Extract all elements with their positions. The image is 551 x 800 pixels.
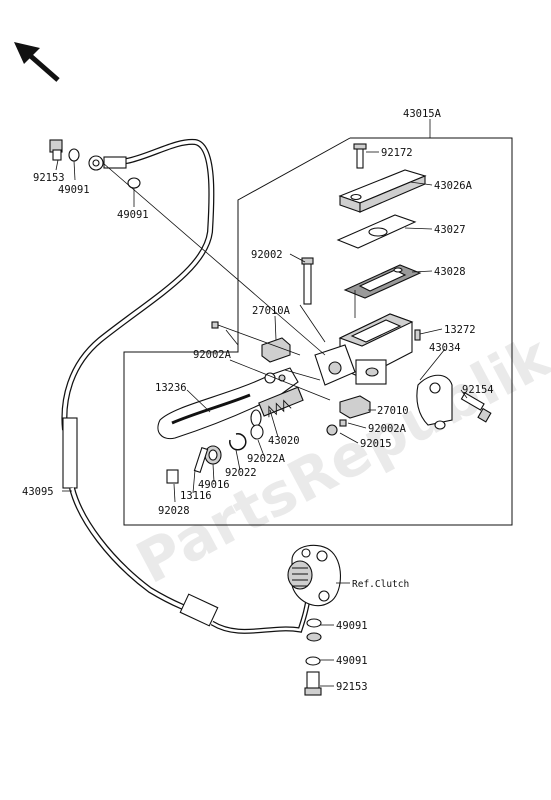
part-labels: 43015A 92172 43026A 43027 43028 92002 27… (22, 108, 494, 693)
label-92153-bottom: 92153 (336, 681, 368, 693)
label-27010A: 27010A (252, 305, 291, 317)
reservoir-cap (338, 169, 427, 213)
label-43028: 43028 (434, 266, 466, 278)
label-43015A: 43015A (403, 108, 442, 120)
small-screw-13272 (414, 329, 421, 341)
label-92002A-bottom: 92002A (368, 423, 407, 435)
banjo-fitting-bottom (306, 632, 322, 642)
banjo-bolt-bottom (304, 671, 322, 696)
pivot-nut (326, 424, 338, 436)
label-43034: 43034 (429, 342, 461, 354)
label-92028: 92028 (158, 505, 190, 517)
handlebar-clamp (416, 374, 453, 430)
label-43095: 43095 (22, 486, 54, 498)
screw-92002A-top (211, 321, 219, 329)
label-92002: 92002 (251, 249, 283, 261)
label-27010: 27010 (377, 405, 409, 417)
assembly-frame (123, 137, 513, 526)
dust-boot-49016 (204, 445, 222, 465)
screw-92002A-bottom (339, 419, 347, 427)
label-13236: 13236 (155, 382, 187, 394)
clutch-release-cylinder (287, 544, 341, 607)
hose-sleeve (62, 417, 78, 489)
label-49091-b: 49091 (117, 209, 149, 221)
clamp-bolt (460, 392, 492, 423)
label-92153-top: 92153 (33, 172, 65, 184)
label-92015: 92015 (360, 438, 392, 450)
label-49091-d: 49091 (336, 655, 368, 667)
hose-sleeve-lower (179, 593, 219, 627)
label-92022A: 92022A (247, 453, 286, 465)
master-cylinder-body (314, 313, 414, 386)
reservoir-screw (353, 143, 367, 169)
washer-bottom-1 (306, 618, 322, 628)
label-13272: 13272 (444, 324, 476, 336)
switch-bracket-lower (339, 395, 371, 419)
label-49091-a: 49091 (58, 184, 90, 196)
label-ref-clutch: Ref.Clutch (352, 579, 409, 590)
circlip-92022A (250, 424, 264, 440)
washer-top-1 (68, 148, 80, 162)
push-rod-13116 (193, 446, 209, 474)
label-49016: 49016 (198, 479, 230, 491)
label-49091-c: 49091 (336, 620, 368, 632)
label-43026A: 43026A (434, 180, 473, 192)
pivot-bolt (301, 257, 314, 305)
label-92002A-top: 92002A (193, 349, 232, 361)
label-43027: 43027 (434, 224, 466, 236)
clutch-hose (61, 138, 311, 634)
label-13116: 13116 (180, 490, 212, 502)
label-92154: 92154 (462, 384, 494, 396)
pin-92028 (166, 469, 179, 484)
diaphragm (343, 264, 422, 299)
snap-ring-92022 (229, 433, 247, 451)
label-92172: 92172 (381, 147, 413, 159)
leader-lines (55, 119, 468, 687)
washer-bottom-2 (305, 656, 321, 666)
diaphragm-plate (336, 214, 417, 249)
label-43020: 43020 (268, 435, 300, 447)
label-92022: 92022 (225, 467, 257, 479)
direction-arrow-icon (14, 42, 60, 82)
banjo-bolt-top (49, 139, 63, 161)
